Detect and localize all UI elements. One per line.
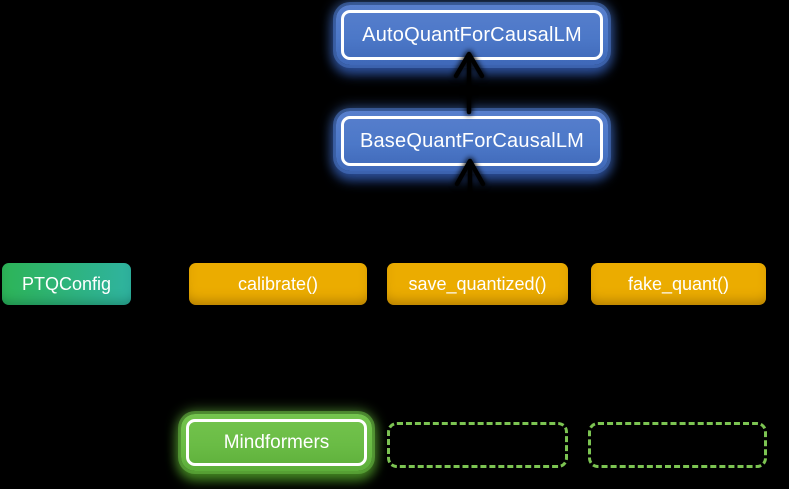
method-box-save-quantized: save_quantized() (387, 263, 568, 305)
framework-label: Mindformers (223, 431, 330, 453)
method-box-calibrate: calibrate() (189, 263, 367, 305)
method-label-calibrate: calibrate() (237, 273, 319, 294)
config-box-ptqconfig: PTQConfig (2, 263, 131, 305)
config-label: PTQConfig (21, 273, 112, 294)
framework-box-mindformers: Mindformers (181, 414, 372, 471)
method-box-fake-quant: fake_quant() (591, 263, 766, 305)
class-box-basequantforcausallm: BaseQuantForCausalLM (336, 111, 608, 171)
class-box-autoquantforcausallm: AutoQuantForCausalLM (336, 5, 608, 65)
class-label-autoquantforcausallm: AutoQuantForCausalLM (362, 23, 582, 46)
placeholder-box-2 (588, 422, 767, 468)
method-label-fake-quant: fake_quant() (627, 273, 730, 294)
placeholder-box-1 (387, 422, 568, 468)
method-label-save-quantized: save_quantized() (408, 273, 547, 294)
class-label-basequantforcausallm: BaseQuantForCausalLM (359, 129, 585, 152)
